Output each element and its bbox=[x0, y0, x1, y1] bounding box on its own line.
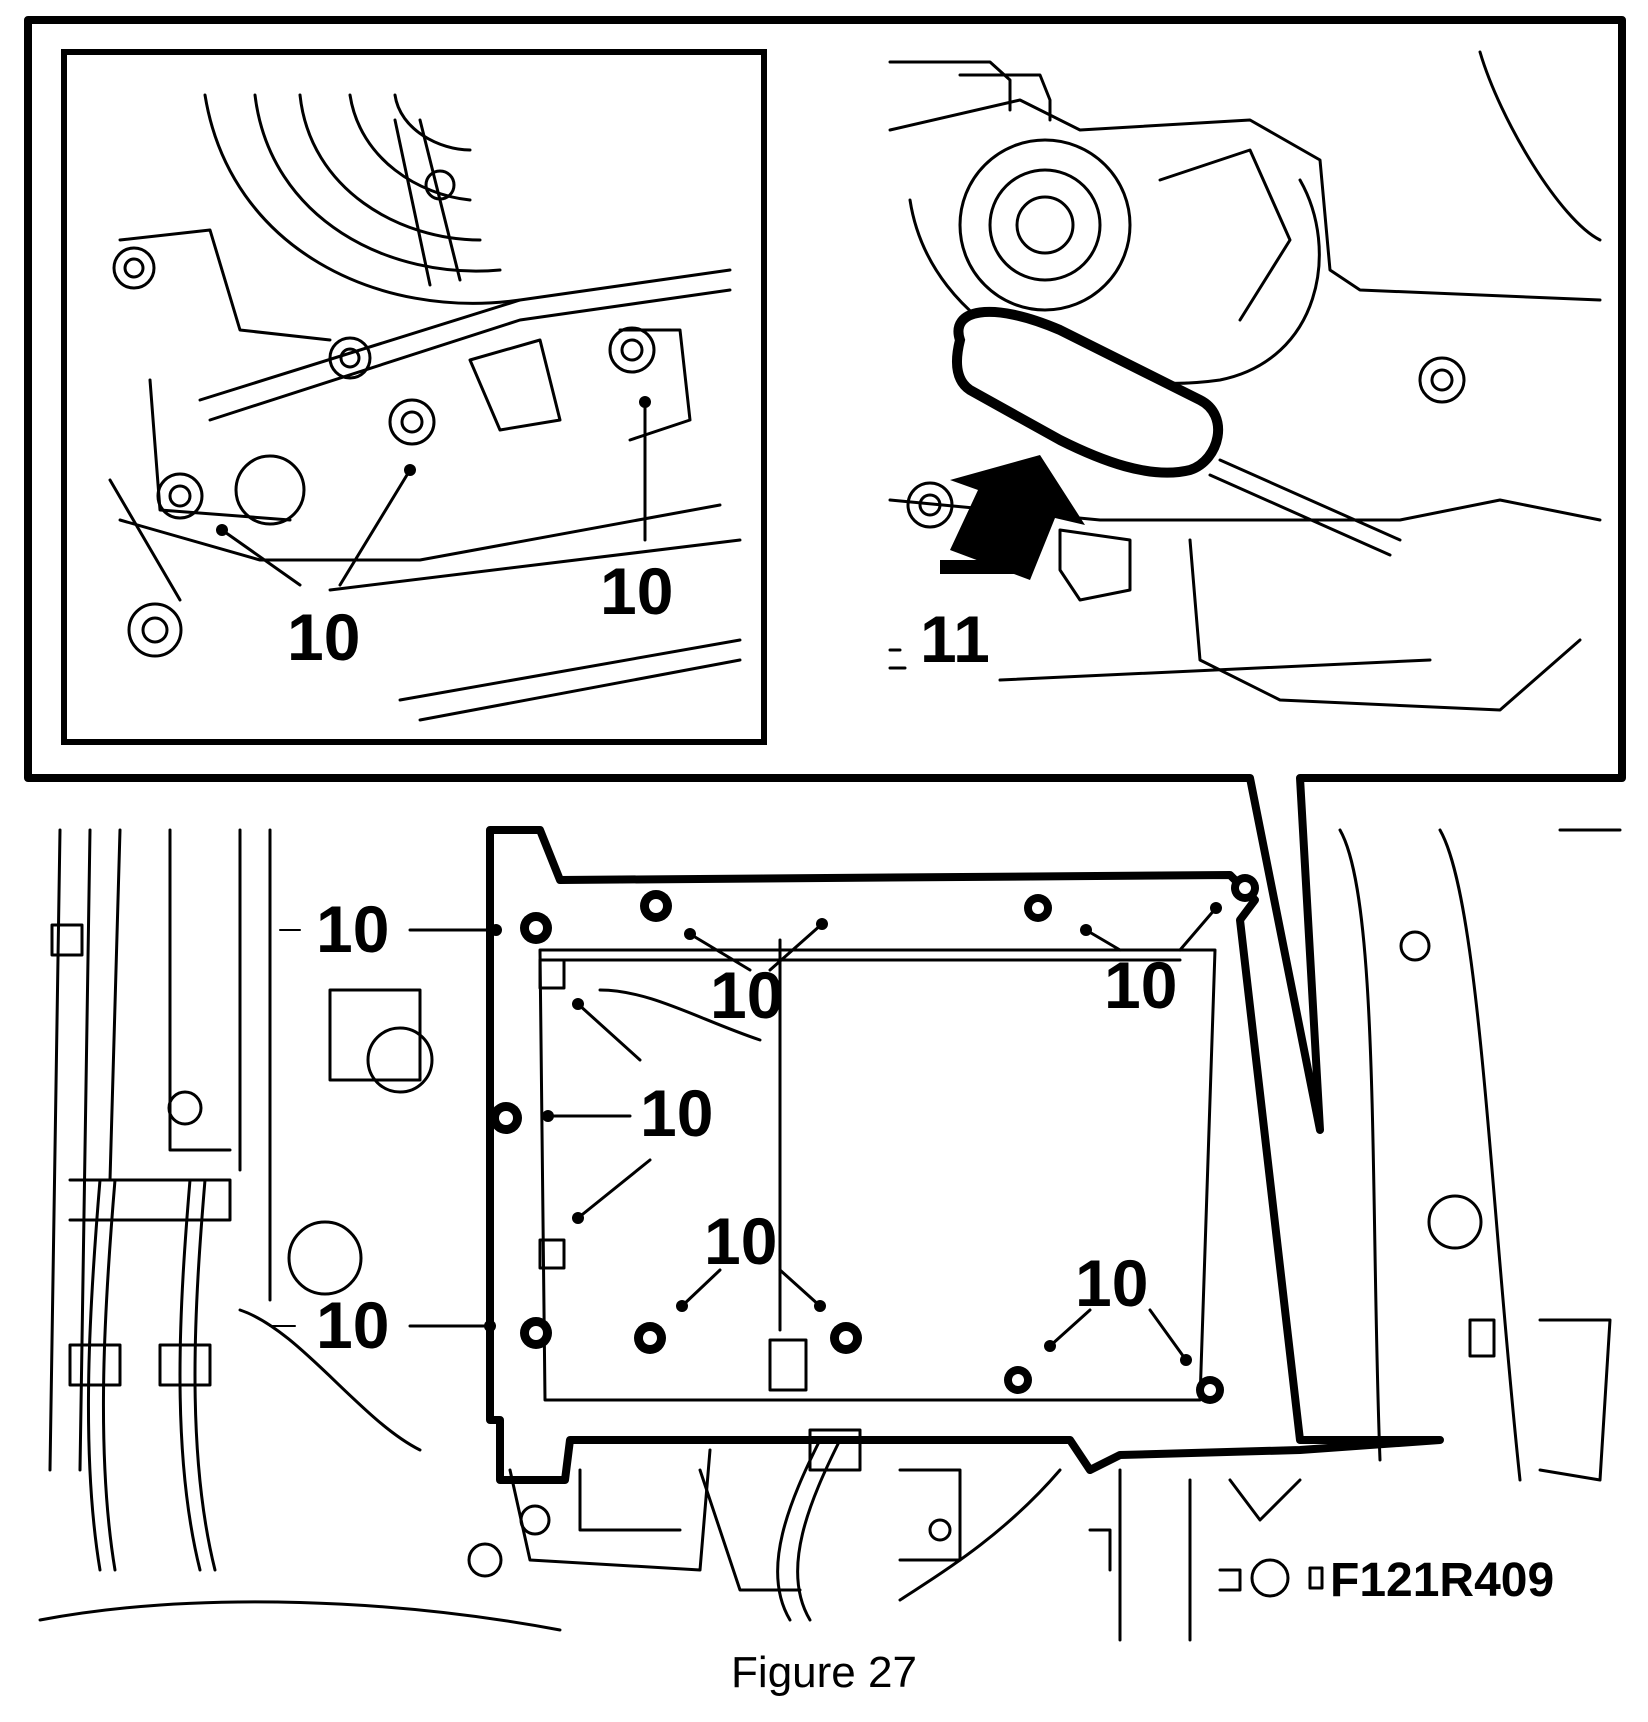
figure-caption: Figure 27 bbox=[731, 1648, 917, 1697]
inset-frame bbox=[24, 16, 1626, 1134]
main-view-drawing bbox=[38, 826, 1622, 1642]
callout-10-main-e: 10 bbox=[704, 1204, 777, 1278]
callout-10-main-c: 10 bbox=[1104, 948, 1177, 1022]
callout-10-main-b: 10 bbox=[710, 958, 783, 1032]
callout-10-inset-a: 10 bbox=[287, 600, 360, 674]
callout-10-main-g: 10 bbox=[316, 1288, 389, 1362]
inset-right-drawing bbox=[888, 50, 1602, 712]
oil-pan-outline bbox=[486, 826, 1444, 1484]
callout-10-main-f: 10 bbox=[1075, 1246, 1148, 1320]
inset-left-drawing bbox=[108, 93, 742, 722]
callout-10-main-d: 10 bbox=[640, 1076, 713, 1150]
inset-left-panel bbox=[61, 49, 767, 745]
figure-code: F121R409 bbox=[1330, 1554, 1554, 1607]
callout-11: 11 bbox=[920, 602, 990, 676]
callout-10-inset-b: 10 bbox=[600, 554, 673, 628]
direction-arrow bbox=[950, 455, 1085, 580]
callout-10-main-a: 10 bbox=[316, 892, 389, 966]
